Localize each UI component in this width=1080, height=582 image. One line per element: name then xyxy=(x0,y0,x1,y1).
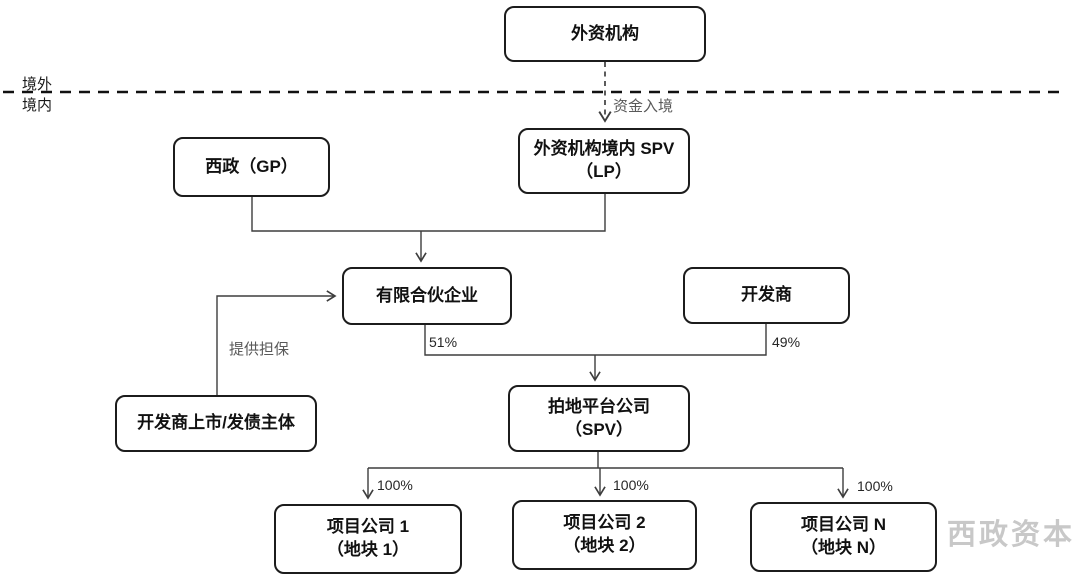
node-label-line2: （地块 N） xyxy=(801,538,886,557)
node-foreign-institution: 外资机构 xyxy=(504,6,706,62)
node-land-platform-spv: 拍地平台公司 （SPV） xyxy=(508,385,690,452)
node-label: 西政（GP） xyxy=(205,156,298,176)
watermark-brand-text: 西政资本 xyxy=(947,519,1076,551)
node-label-line1: 项目公司 N xyxy=(801,515,886,535)
node-label-line2: （SPV） xyxy=(564,419,634,439)
node-label-line1: 拍地平台公司 xyxy=(548,396,650,416)
edge-label-capital-inbound: 资金入境 xyxy=(613,98,674,115)
edge-gp-lp-merge xyxy=(251,194,606,232)
node-label-line2: （地块 2） xyxy=(563,536,646,555)
node-domestic-spv-lp: 外资机构境内 SPV （LP） xyxy=(518,128,690,194)
node-label: 开发商上市/发债主体 xyxy=(137,413,295,433)
node-label-line1: 外资机构境内 SPV xyxy=(533,139,675,159)
node-label: 有限合伙企业 xyxy=(376,285,478,305)
node-label-line2: （LP） xyxy=(576,162,632,181)
node-gp: 西政（GP） xyxy=(173,137,330,197)
region-label-offshore: 境外 xyxy=(22,76,53,93)
node-label-line1: 项目公司 1 xyxy=(326,517,410,537)
node-label: 外资机构 xyxy=(571,23,639,43)
node-label-line1: 项目公司 2 xyxy=(563,513,646,533)
edge-label-49-percent: 49% xyxy=(772,334,801,350)
region-label-onshore: 境内 xyxy=(22,97,53,114)
node-project-company-1: 项目公司 1 （地块 1） xyxy=(274,504,462,574)
edge-label-51-percent: 51% xyxy=(429,334,458,350)
node-label-line2: （地块 1） xyxy=(326,540,410,559)
node-developer: 开发商 xyxy=(683,267,850,324)
node-project-company-n: 项目公司 N （地块 N） xyxy=(750,502,937,572)
node-limited-partnership: 有限合伙企业 xyxy=(342,267,512,325)
edge-label-guarantee: 提供担保 xyxy=(229,341,290,358)
edge-shareholding-merge xyxy=(424,324,767,356)
node-developer-listed-entity: 开发商上市/发债主体 xyxy=(115,395,317,452)
node-label: 开发商 xyxy=(741,285,792,305)
node-project-company-2: 项目公司 2 （地块 2） xyxy=(512,500,697,570)
edge-label-100-percent-1: 100% xyxy=(377,477,413,493)
edge-label-100-percent-n: 100% xyxy=(857,478,893,494)
edge-label-100-percent-2: 100% xyxy=(613,477,649,493)
